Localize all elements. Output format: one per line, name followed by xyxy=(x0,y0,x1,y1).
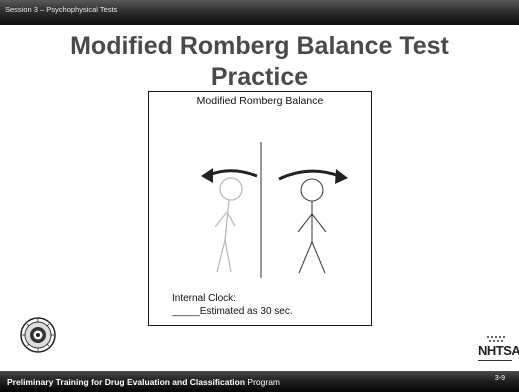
left-sway-arrow xyxy=(208,169,258,178)
slide-title-line-2: Practice xyxy=(210,63,309,91)
figure-caption: Modified Romberg Balance xyxy=(196,95,324,107)
internal-clock-label: Internal Clock: xyxy=(172,293,236,304)
left-arrow-head xyxy=(201,168,213,183)
slide-title-line-1: Modified Romberg Balance Test xyxy=(70,32,449,60)
header-bar: Session 3 – Psychophysical Tests xyxy=(0,0,519,25)
footer-program: Program xyxy=(245,377,281,387)
footer-bar: Preliminary Training for Drug Evaluation… xyxy=(0,371,519,392)
session-label: Session 3 – Psychophysical Tests xyxy=(5,5,118,14)
romberg-figure: Modified Romberg Balance xyxy=(148,91,372,326)
footer-title: Preliminary Training for Drug Evaluation… xyxy=(7,377,246,387)
nhtsa-wordmark: NHTSA xyxy=(478,343,519,358)
footer-text: Preliminary Training for Drug Evaluation… xyxy=(7,377,280,387)
upright-stick-figure xyxy=(297,178,327,274)
romberg-illustration xyxy=(201,142,348,278)
clock-estimate-label: _____Estimated as 30 sec. xyxy=(172,306,293,317)
right-arrow-head xyxy=(335,169,348,184)
iacp-seal-logo xyxy=(20,317,56,353)
nhtsa-logo: NHTSA xyxy=(476,334,519,368)
slide-number: 3-9 xyxy=(494,375,505,382)
stars-icon xyxy=(486,335,506,343)
right-sway-arrow xyxy=(278,169,340,181)
leaning-stick-figure xyxy=(214,177,243,273)
